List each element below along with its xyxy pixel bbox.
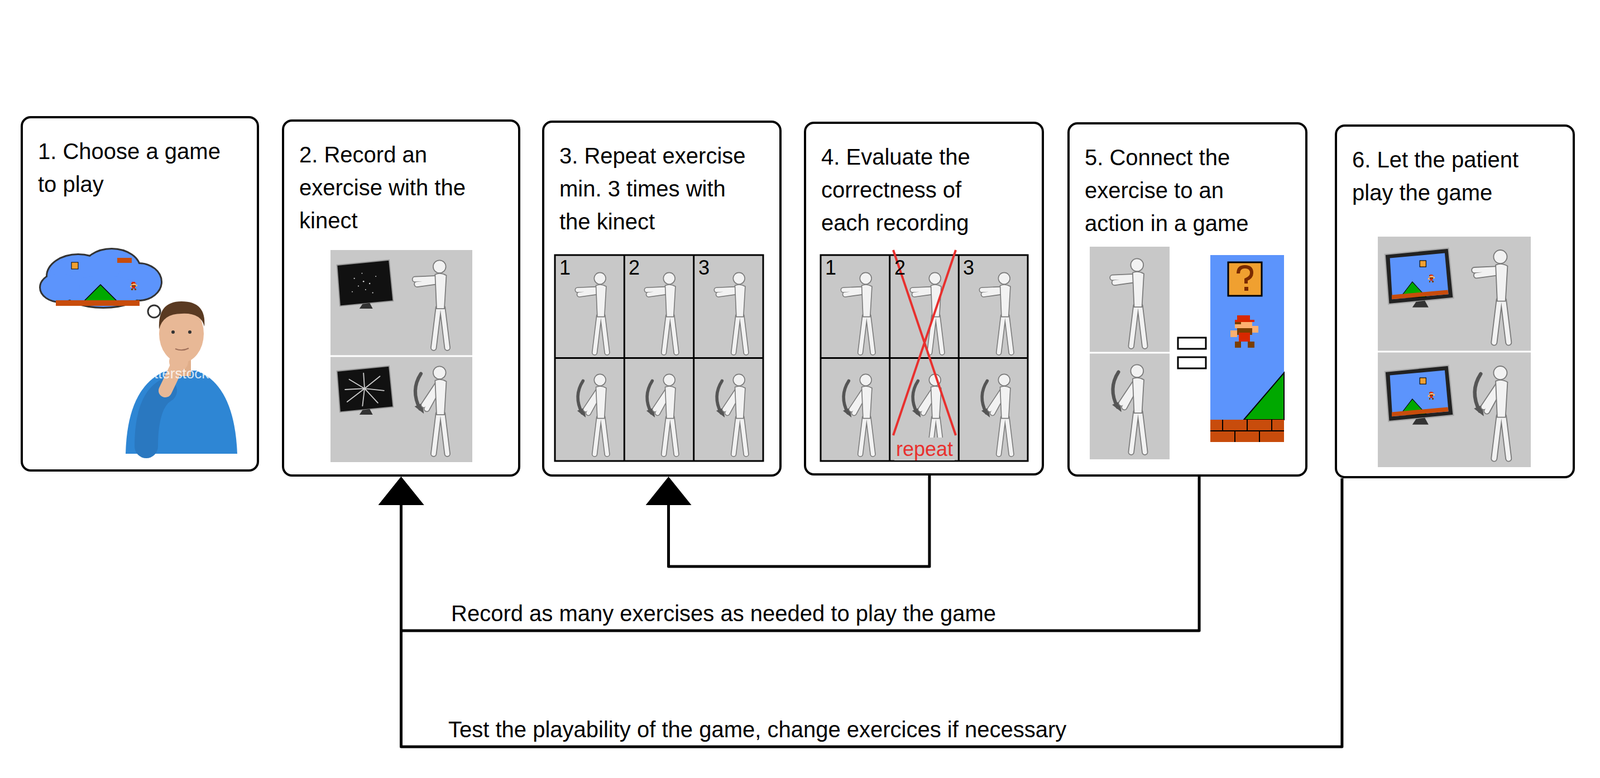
trial-number: 3 [963,256,975,280]
illustration-part [330,250,473,463]
reject-cross [893,250,956,436]
process-box: 4. Evaluate the correctness of each reco… [803,121,1044,476]
watermark: shutterstock [130,365,209,383]
step-text: 6. Let the patient play the game [1352,143,1545,210]
illustration-part [1474,250,1509,343]
illustration-part [647,272,677,353]
thought-cloud [40,249,170,327]
illustration-part [40,249,161,308]
illustration-part [716,272,747,353]
illustration-part [330,355,473,358]
process-box: 3. Repeat exercise min. 3 times with the… [542,120,782,477]
mapping-illustration [1089,246,1285,460]
illustration-part [171,330,175,334]
illustration-part [1244,286,1249,291]
illustration-part [1089,352,1170,354]
illustration-part [40,273,80,302]
illustration-part [912,272,943,353]
loop-arrow [401,476,1200,631]
illustration-part [716,374,747,454]
illustration-part [646,374,677,454]
illustration-part [1377,351,1531,353]
step-text: 4. Evaluate the correctness of each reco… [821,140,1014,240]
illustration-part [1243,372,1285,420]
kinect-panel [330,250,473,463]
illustration-part [125,370,238,454]
illustration-part [415,260,448,348]
illustration-part [175,348,189,351]
loop-label: Record as many exercises as needed to pl… [448,600,999,627]
illustration-part [40,249,161,308]
thinking-man [125,301,238,454]
repeat-note: repeat [894,437,955,461]
illustration-part [554,255,764,462]
illustration-part [337,366,394,415]
illustration-part [159,301,205,330]
illustration-part [147,305,161,318]
trial-number: 1 [559,256,571,280]
illustration-part [414,366,448,454]
loop-arrow [668,475,930,567]
illustration-part [55,300,140,306]
illustration-part [1230,315,1259,348]
loop-arrow [401,478,1343,747]
repetition-grid [554,255,764,462]
illustration-part [577,374,608,454]
illustration-part [1210,419,1285,443]
trial-number: 2 [628,256,640,280]
illustration-part [842,374,874,454]
equals-sign [1177,337,1206,349]
illustration-part [40,273,80,302]
process-box: 6. Let the patient play the game [1334,124,1575,479]
step-text: 2. Record an exercise with the kinect [299,138,491,238]
step-text: 3. Repeat exercise min. 3 times with the… [559,139,752,239]
illustration-part [1473,366,1509,459]
process-box: 5. Connect the exercise to an action in … [1067,122,1308,477]
illustration-part [981,374,1012,454]
illustration-part [1238,266,1252,284]
play-panel [1377,236,1531,468]
illustration-part [1385,365,1454,425]
illustration-part [71,262,79,270]
evaluation-grid [820,250,1028,462]
trial-number: 1 [825,256,837,280]
illustration-part [1385,248,1454,308]
illustration-part [1377,236,1531,468]
illustration-part [1112,364,1146,453]
illustration-part [117,257,132,263]
illustration-part [1210,419,1285,443]
trial-number: 2 [894,256,906,280]
illustration-part [130,281,138,291]
trial-number: 3 [698,256,710,280]
illustration-part [1112,258,1146,347]
equals-sign [1177,357,1206,369]
step-text: 1. Choose a game to play [37,135,229,201]
illustration-part [843,272,874,353]
process-box: 2. Record an exercise with the kinect [281,119,521,477]
illustration-part [1089,246,1170,460]
illustration-part [577,272,608,353]
process-box: 1. Choose a game to play [20,116,260,472]
illustration-part [820,255,1028,462]
illustration-part [1210,255,1285,443]
illustration-part [820,255,1028,462]
illustration-part [188,330,192,334]
illustration-part [1228,262,1262,296]
loop-label: Test the playability of the game, change… [446,716,1069,743]
illustration-part [146,390,166,447]
illustration-part [981,272,1012,353]
illustration-part [554,255,764,462]
illustration-part [337,260,394,309]
illustration-part [83,284,118,302]
step-text: 5. Connect the exercise to an action in … [1084,141,1278,241]
